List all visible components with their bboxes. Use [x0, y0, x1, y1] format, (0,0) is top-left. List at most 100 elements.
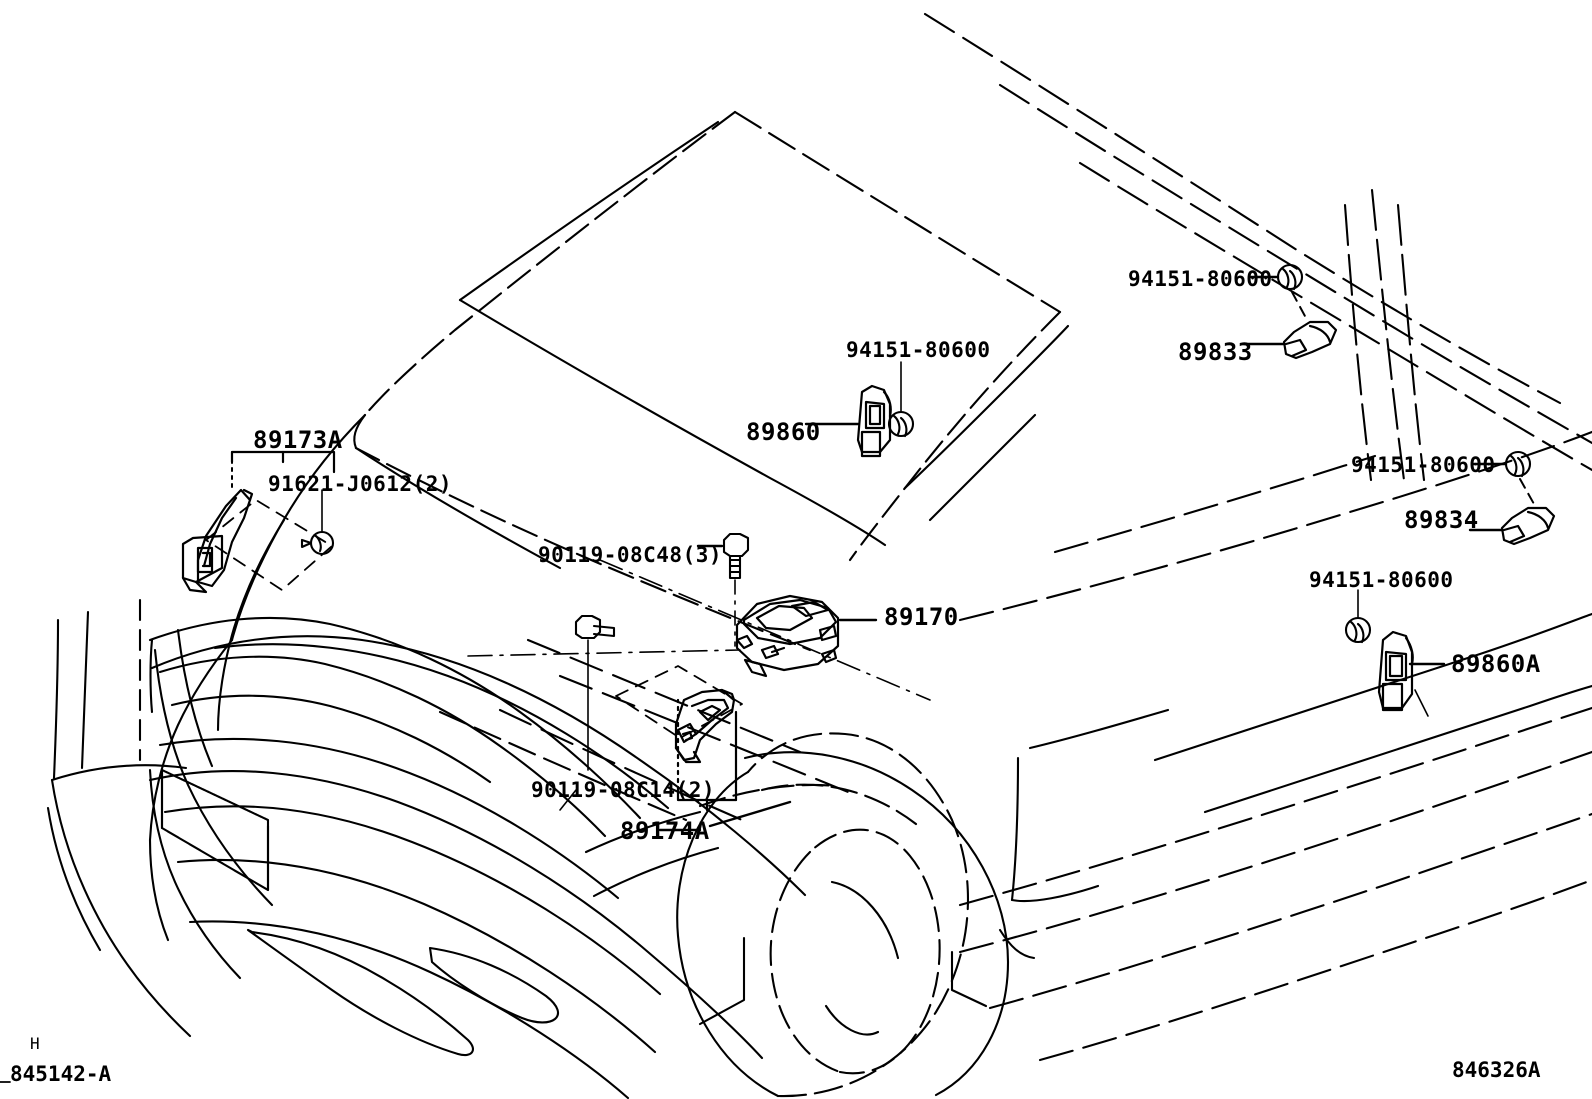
rocker-line-4: [1038, 878, 1592, 1062]
windshield-glass-lower: [458, 298, 887, 547]
windshield-top-edge: [733, 110, 1062, 314]
leader-bracket-89173a: [230, 450, 336, 474]
headlight-crease: [170, 694, 492, 784]
callout-89170: 89170: [884, 603, 959, 631]
headlight-lens-top: [158, 655, 607, 838]
windshield-right-lower: [848, 310, 1062, 562]
sill-kick: [950, 950, 988, 1008]
door-front-edge-upper: [1028, 708, 1170, 750]
inner-fender-line: [438, 710, 688, 822]
bumper-corner-left2: [46, 806, 102, 952]
bracket-89174a-ghost: [615, 665, 743, 739]
tire-outer: [676, 770, 780, 1098]
rocker-behind-wheel: [998, 928, 1036, 960]
callout-94151-80600-front-lh: 94151-80600: [846, 338, 991, 362]
bumper-corner-left: [50, 778, 192, 1038]
grille-bottom-edge: [158, 737, 620, 900]
hood-panel-outer: [153, 648, 274, 907]
callout-94151-80600-side-rear: 94151-80600: [1351, 453, 1496, 477]
firewall-line: [526, 638, 802, 754]
part-94151-nut-b: [1276, 263, 1304, 291]
front-left-edge: [52, 618, 60, 780]
rocker-line-2: [958, 750, 1592, 954]
hood-panel-line: [354, 446, 562, 570]
hood-panel-outer-2: [176, 628, 214, 768]
callout-89860a: 89860A: [1451, 650, 1541, 678]
door-front-edge-lower: [1010, 884, 1100, 903]
windshield-glass-left: [458, 120, 720, 302]
bumper-front-face: [50, 764, 188, 782]
part-90119-08c14-bolt: [574, 614, 616, 640]
grille-upper: [150, 635, 807, 897]
part-94151-nut-d: [1344, 616, 1372, 644]
callout-89834: 89834: [1404, 506, 1479, 534]
cowl-panel-line: [558, 674, 850, 794]
part-89834-sensor: [1500, 506, 1556, 546]
roofline-group: [923, 12, 1592, 472]
wheel-rim-2: [810, 828, 941, 1075]
door-sill-solid: [1153, 612, 1592, 762]
quarter-sweep-2: [1053, 454, 1377, 554]
cowl-line: [354, 446, 812, 652]
sheet-marker: H: [30, 1034, 40, 1053]
leader-89834-to-nut: [1519, 478, 1535, 505]
bracket-89173a-ghost: [205, 499, 333, 591]
hood-side-crease: [216, 518, 286, 732]
front-left-edge2: [80, 610, 90, 770]
pillar-lines-upper: [1343, 188, 1426, 482]
callout-89860: 89860: [746, 418, 821, 446]
bracket-89174a: [674, 688, 736, 764]
sill-left-of-wheel-2: [592, 846, 720, 898]
wheel-rim: [769, 850, 842, 1074]
door-sill-solid-2: [1203, 684, 1592, 814]
callout-89833: 89833: [1178, 338, 1253, 366]
wheel-arch-outer: [743, 751, 1010, 1097]
license-plate-recess: [160, 768, 270, 892]
sill-left-of-wheel: [584, 810, 702, 854]
a-pillar-outer: [903, 324, 1070, 490]
hood-front-crease: [148, 838, 170, 942]
leader-89174a-line2: [708, 800, 792, 828]
figure-code: 846326A: [1452, 1058, 1541, 1082]
hood-edge-to-grille: [149, 638, 154, 714]
leader-89860a-dashdot: [1414, 689, 1429, 717]
rocker-line-3: [988, 812, 1592, 1010]
hub-arc-2: [824, 1004, 880, 1036]
callout-89174a: 89174A: [620, 817, 710, 845]
bumper-lower-crease: [176, 858, 657, 1054]
engine-bay-line: [498, 708, 744, 822]
sheet-code: 845142-A: [10, 1062, 112, 1086]
bumper-bottom: [188, 920, 630, 1099]
part-89833-sensor: [1282, 320, 1338, 360]
bumper-upper-crease: [163, 805, 662, 996]
leader-bracket-89174a: [676, 698, 738, 812]
part-91621-bolt: [300, 530, 335, 556]
headlight-upper-outline: [148, 616, 642, 820]
bracket-89173a: [181, 488, 254, 594]
rocker-line-1: [958, 706, 1592, 907]
part-89860a-sensor: [1377, 630, 1414, 712]
door-front-edge: [1010, 756, 1020, 902]
lower-grille-opening: [246, 928, 474, 1057]
callout-91621-j0612: 91621-J0612(2): [268, 472, 453, 496]
hub-arc: [830, 880, 900, 960]
callout-94151-80600-side-front: 94151-80600: [1128, 267, 1273, 291]
leader-89833-to-nut: [1291, 291, 1307, 319]
a-pillar-inner: [928, 413, 1037, 522]
leader-89174a-tick: [559, 789, 577, 811]
construction-lines: [467, 559, 931, 701]
part-89860-sensor: [856, 384, 892, 458]
fender-lower-curve: [148, 768, 242, 980]
callout-90119-08c14: 90119-08C14(2): [531, 778, 716, 802]
part-94151-nut-c: [1504, 450, 1532, 478]
sill-left-kick: [698, 936, 746, 1026]
windshield-left-edge: [363, 110, 737, 417]
callout-90119-08c48: 90119-08C48(3): [538, 543, 723, 567]
callout-89173a: 89173A: [253, 426, 343, 454]
quarter-sweep-1: [958, 430, 1592, 622]
part-94151-nut-a: [887, 410, 915, 438]
part-90119-08c48-bolt: [722, 532, 750, 580]
part-89170-ecu: [735, 594, 840, 678]
